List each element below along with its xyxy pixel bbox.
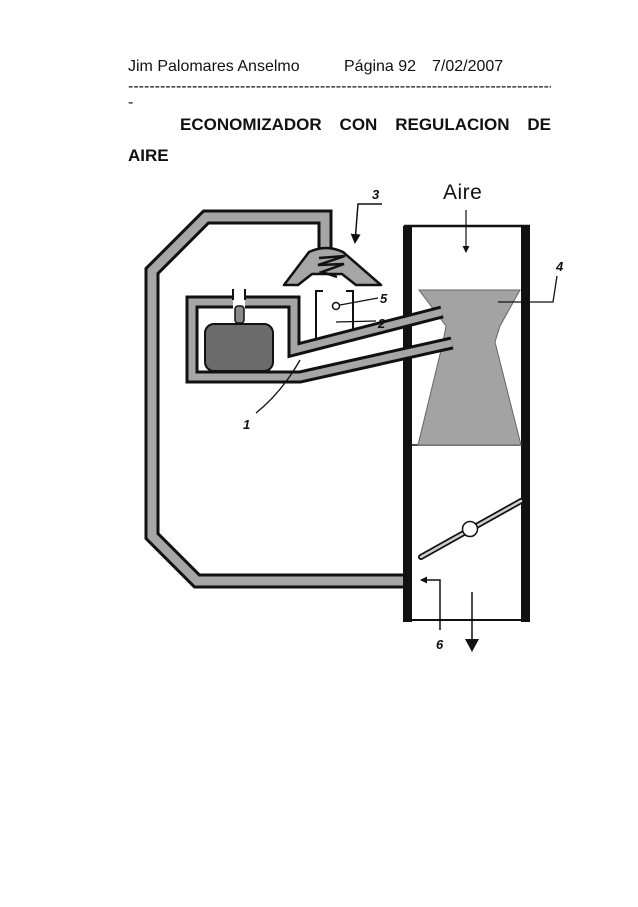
callout-label-3: 3: [372, 187, 380, 202]
callout-label-5: 5: [380, 291, 388, 306]
chamber-wall-lower-bore: [188, 298, 453, 381]
float-chamber: [185, 289, 454, 384]
header-dashed-rule: ----------------------------------------…: [128, 78, 551, 95]
throttle-valve: [418, 498, 524, 560]
header-date: 7/02/2007: [432, 58, 504, 75]
float: [204, 323, 274, 372]
section-title-line-2: AIRE: [128, 146, 169, 165]
thermostat: [282, 246, 383, 287]
air-passage: [315, 290, 354, 339]
passage-wall-right: [346, 290, 354, 329]
chamber-wall-upper-bore: [245, 298, 443, 355]
callout-leaders: [255, 203, 558, 630]
thermostat-housing: [282, 246, 383, 287]
callout-label-4: 4: [555, 259, 564, 274]
passage-valve: [331, 301, 341, 311]
duct-wall-left: [403, 226, 412, 622]
callout-label-6: 6: [436, 637, 444, 652]
section-title-line-1: ECONOMIZADOR CON REGULACION DE: [180, 115, 551, 134]
header-page-number: Página 92: [344, 58, 417, 75]
callout-label-2: 2: [377, 316, 386, 331]
callout-label-1: 1: [243, 417, 250, 432]
leader-3: [350, 203, 382, 244]
outlet-arrow-head: [465, 639, 479, 652]
air-inlet-label: Aire: [443, 181, 482, 204]
leader-2: [335, 320, 377, 323]
passage-wall-left: [315, 290, 323, 339]
chamber-wall-upper: [245, 295, 444, 359]
leader-5: [339, 297, 379, 306]
return-pipe: [144, 209, 406, 589]
return-pipe-wall: [144, 209, 406, 589]
needle-valve: [234, 305, 245, 324]
thermostat-bellows: [317, 254, 346, 279]
header-author: Jim Palomares Anselmo: [128, 58, 300, 75]
duct-wall-right: [521, 226, 530, 622]
return-pipe-bore: [147, 212, 406, 586]
throttle-shaft: [461, 520, 479, 538]
outlet-flow-arrow: [465, 592, 479, 652]
header-dashed-rule-wrap: -: [128, 94, 134, 111]
leader-1: [255, 359, 301, 414]
leader-4: [498, 275, 558, 303]
leader-6: [420, 576, 441, 630]
